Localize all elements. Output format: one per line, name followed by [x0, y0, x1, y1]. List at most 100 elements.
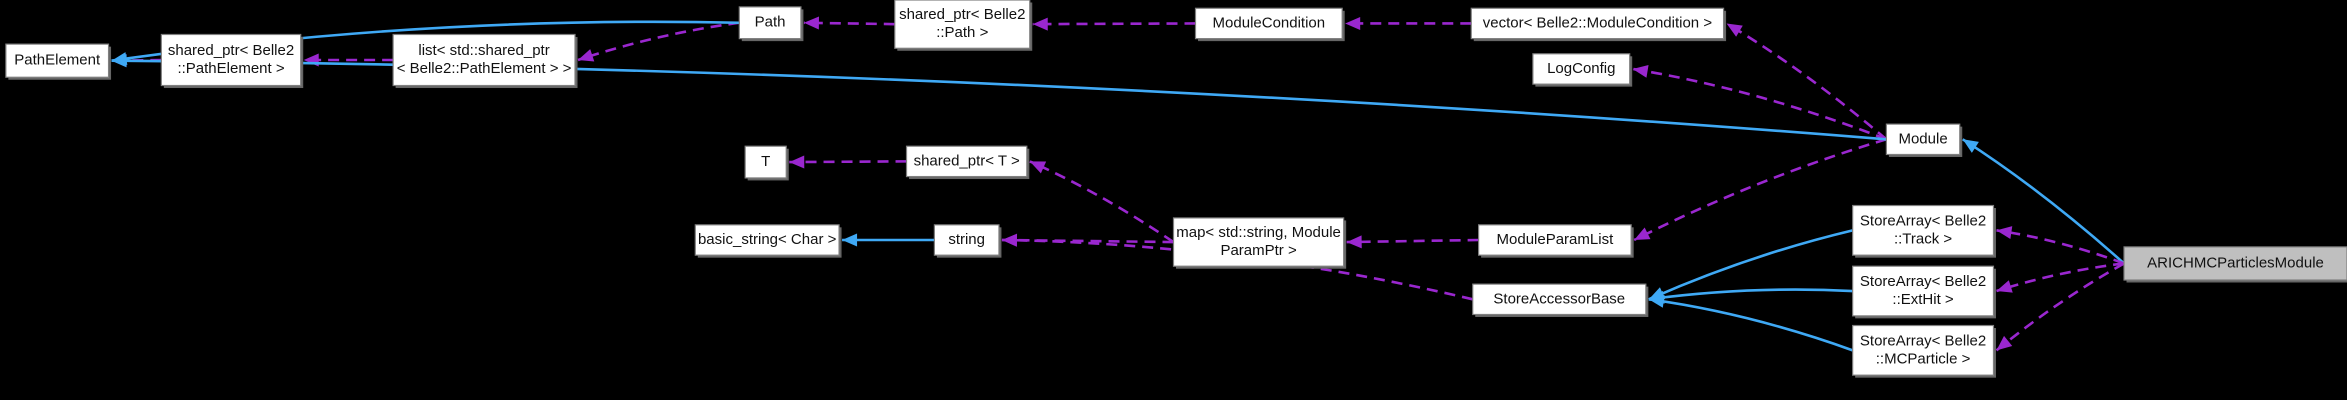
usage-edge-path-to-list_sp_pe [577, 21, 740, 62]
usage-edge-modulecondition-to-sp_path [1032, 22, 1196, 26]
usage-edge-map_param-to-sp_t [1029, 160, 1175, 244]
node-label-line: vector< Belle2::ModuleCondition > [1483, 14, 1713, 31]
node-box[interactable] [1852, 265, 1995, 317]
node-label-line: ::PathElement > [177, 60, 284, 77]
usage-arrowhead [1996, 335, 2013, 351]
node-sp_pathelement[interactable]: shared_ptr< Belle2::PathElement >shared_… [160, 33, 304, 89]
node-label-line: map< std::string, Module [1176, 224, 1341, 241]
node-box[interactable] [1852, 324, 1995, 376]
node-sp_t[interactable]: shared_ptr< T >shared_ptr< T > [905, 145, 1030, 180]
node-box[interactable] [5, 43, 110, 78]
node-label-line: ::MCParticle > [1876, 350, 1971, 367]
node-label-line: shared_ptr< T > [914, 152, 1020, 169]
node-label-line: ::Path > [936, 24, 988, 41]
usage-edge-sp_path-to-path [803, 21, 895, 26]
usage-edge-arichmcparticles-to-sa_exthit [1996, 262, 2125, 293]
inheritance-arrowhead [842, 233, 858, 247]
node-sa_mcparticle[interactable]: StoreArray< Belle2::MCParticle >StoreArr… [1852, 324, 1996, 378]
usage-arrowhead [803, 16, 820, 30]
node-box[interactable] [1172, 217, 1345, 267]
node-arichmcparticles[interactable]: ARICHMCParticlesModuleARICHMCParticlesMo… [2123, 246, 2347, 283]
node-path[interactable]: PathPath [738, 6, 804, 42]
node-pathelement[interactable]: PathElementPathElement [5, 43, 112, 80]
node-label-line: StoreArray< Belle2 [1860, 212, 1986, 229]
usage-edge-module-to-logconfig [1632, 67, 1887, 141]
node-box[interactable] [894, 0, 1031, 49]
node-sa_track[interactable]: StoreArray< Belle2::Track >StoreArray< B… [1852, 204, 1996, 258]
usage-edge-map_param-to-string [1001, 238, 1174, 244]
node-box[interactable] [1852, 204, 1995, 256]
usage-arrowhead [1634, 227, 1651, 240]
node-logconfig[interactable]: LogConfigLogConfig [1532, 53, 1633, 87]
usage-arrowhead [1032, 17, 1048, 31]
node-label-line: shared_ptr< Belle2 [899, 6, 1025, 23]
inheritance-edge-sa_track-to-storeaccessorbase [1648, 229, 1853, 301]
node-label-line: PathElement [14, 52, 101, 69]
node-t[interactable]: TT [744, 145, 789, 181]
node-label-line: LogConfig [1547, 60, 1615, 77]
node-box[interactable] [905, 145, 1028, 178]
node-string[interactable]: stringstring [933, 224, 1002, 258]
inheritance-edge-arichmcparticles-to-module [1962, 138, 2125, 265]
node-label-line: list< std::shared_ptr [418, 42, 549, 59]
node-box[interactable] [1470, 7, 1725, 40]
inheritance-arrowhead [1648, 294, 1665, 308]
usage-arrowhead [578, 49, 595, 62]
node-vec_modcond[interactable]: vector< Belle2::ModuleCondition >vector<… [1470, 7, 1727, 42]
node-box[interactable] [738, 6, 802, 40]
edges-layer [111, 16, 2125, 352]
node-box[interactable] [1532, 53, 1631, 85]
usage-arrowhead [1996, 280, 2013, 293]
usage-arrowhead [1996, 226, 2013, 239]
node-label-line: < Belle2::PathElement > > [397, 60, 572, 77]
usage-edge-module-to-vec_modcond [1725, 22, 1888, 141]
usage-arrowhead [1726, 23, 1743, 37]
node-box[interactable] [694, 224, 840, 256]
node-moduleparamlist[interactable]: ModuleParamListModuleParamList [1478, 224, 1634, 258]
node-label-line: ::Track > [1894, 230, 1952, 247]
node-basic_string[interactable]: basic_string< Char >basic_string< Char > [694, 224, 842, 258]
inheritance-edge-module-to-pathelement [111, 59, 1887, 141]
inheritance-arrowhead [111, 54, 127, 68]
node-module[interactable]: ModuleModule [1885, 123, 1963, 157]
usage-arrowhead [1029, 161, 1047, 174]
node-box[interactable] [744, 145, 787, 179]
node-sp_path[interactable]: shared_ptr< Belle2::Path >shared_ptr< Be… [894, 0, 1033, 51]
node-label-line: string [948, 231, 985, 248]
node-box[interactable] [1885, 123, 1961, 156]
node-label-line: basic_string< Char > [698, 231, 837, 248]
node-label-line: StoreAccessorBase [1493, 290, 1625, 307]
inheritance-edge-sa_exthit-to-storeaccessorbase [1648, 288, 1853, 301]
node-label-line: T [761, 153, 770, 170]
node-label-line: shared_ptr< Belle2 [168, 42, 294, 59]
node-label-line: StoreArray< Belle2 [1860, 332, 1986, 349]
usage-arrowhead [1346, 235, 1362, 249]
node-box[interactable] [392, 33, 576, 87]
usage-edge-arichmcparticles-to-sa_mcparticle [1995, 262, 2125, 352]
node-label-line: Path [755, 14, 786, 31]
node-list_sp_pe[interactable]: list< std::shared_ptr< Belle2::PathEleme… [392, 33, 578, 89]
usage-edge-module-to-moduleparamlist [1633, 138, 1887, 242]
node-label-line: ModuleCondition [1213, 14, 1326, 31]
node-storeaccessorbase[interactable]: StoreAccessorBaseStoreAccessorBase [1472, 283, 1649, 317]
inheritance-arrowhead [1962, 139, 1979, 153]
usage-edge-moduleparamlist-to-map_param [1346, 238, 1479, 244]
node-label-line: ModuleParamList [1497, 231, 1615, 248]
usage-arrowhead [1632, 64, 1649, 78]
usage-arrowhead [1001, 233, 1018, 247]
inheritance-edge-sa_mcparticle-to-storeaccessorbase [1648, 298, 1854, 352]
node-box[interactable] [2123, 246, 2347, 281]
usage-edge-sp_t-to-t [789, 160, 907, 164]
node-box[interactable] [933, 224, 1000, 256]
node-modulecondition[interactable]: ModuleConditionModuleCondition [1194, 7, 1345, 42]
node-box[interactable] [1478, 224, 1632, 256]
node-box[interactable] [1194, 7, 1343, 40]
node-box[interactable] [160, 33, 302, 87]
node-box[interactable] [1472, 283, 1647, 316]
node-sa_exthit[interactable]: StoreArray< Belle2::ExtHit >StoreArray< … [1852, 265, 1996, 319]
nodes-layer: PathElementPathElement shared_ptr< Belle2… [5, 0, 2347, 378]
node-label-line: StoreArray< Belle2 [1860, 273, 1986, 290]
node-label-line: Module [1898, 130, 1947, 147]
